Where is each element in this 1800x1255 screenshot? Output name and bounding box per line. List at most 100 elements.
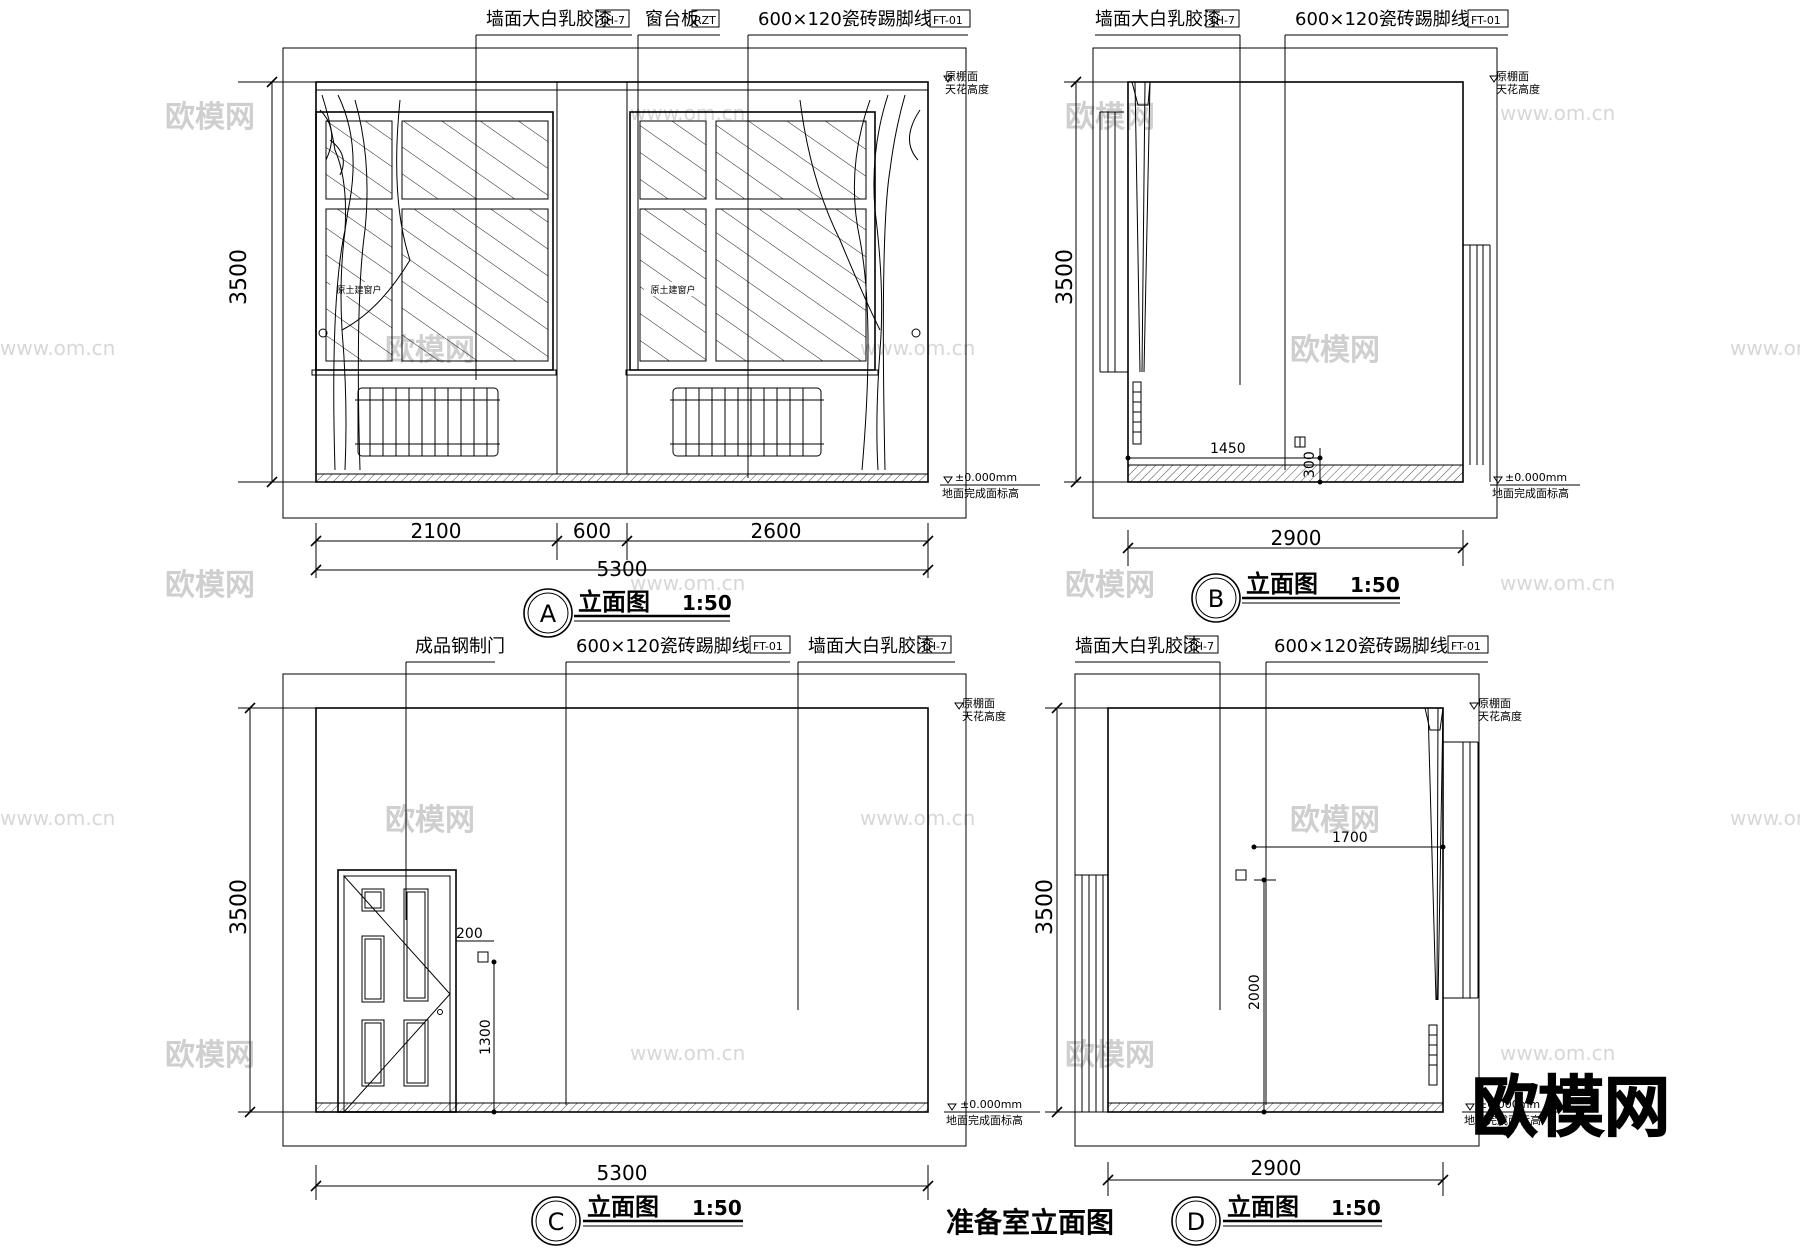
dim-2600: 2600 xyxy=(751,519,802,543)
switch-width: 200 xyxy=(456,926,483,942)
view-title: 立面图 xyxy=(578,588,650,616)
elevation-b-dims: 3500 2900 xyxy=(1053,76,1469,566)
elevation-b-title: B 立面图 1:50 xyxy=(1191,570,1400,623)
view-title: 立面图 xyxy=(1246,570,1318,598)
window-note: 原土建窗户 xyxy=(336,284,381,296)
label-skirting: 600×120瓷砖踢脚线 xyxy=(1274,636,1448,657)
elevation-a: 原土建窗户 原土建窗户 xyxy=(227,9,1040,638)
ceiling-label2: 天花高度 xyxy=(962,709,1006,723)
label-wall-paint: 墙面大白乳胶漆 xyxy=(486,9,612,30)
dim-5300: 5300 xyxy=(597,1161,648,1185)
radiator-right xyxy=(670,387,824,457)
label-skirting-code: FT-01 xyxy=(753,640,783,653)
height-dim: 3500 xyxy=(227,879,252,935)
elevation-c-dims: 3500 5300 xyxy=(227,702,934,1200)
watermark-logo: 欧模网 xyxy=(1472,1069,1670,1146)
watermark-url: www.om.cn xyxy=(630,571,745,595)
label-window-sill: 窗台板 xyxy=(645,9,699,30)
view-scale: 1:50 xyxy=(692,1196,742,1220)
view-scale: 1:50 xyxy=(682,591,732,615)
view-letter: A xyxy=(540,600,557,628)
elevation-c-switch: 200 1300 xyxy=(456,926,497,1115)
socket-width: 1700 xyxy=(1332,830,1368,846)
floor-level: ±0.000mm xyxy=(960,1098,1022,1111)
window-left: 原土建窗户 xyxy=(311,111,557,376)
elevation-d-levels: 原棚面 天花高度 ±0.000mm 地面完成面标高 xyxy=(1462,696,1560,1127)
watermark-url: www.om.cn xyxy=(630,1041,745,1065)
elevation-b: 1450 300 墙面大白乳胶漆 TH-7 600×120瓷砖踢脚线 FT-01… xyxy=(1053,9,1580,623)
label-steel-door: 成品钢制门 xyxy=(415,636,505,657)
curtains xyxy=(318,94,921,471)
elevation-a-dims: 3500 2100 600 2600 5300 xyxy=(227,76,934,581)
elevation-a-frame xyxy=(282,47,967,519)
elevation-b-socket: 1450 300 xyxy=(1125,436,1323,485)
label-wall-paint-code: TH-7 xyxy=(598,14,625,27)
watermark-url: www.om.cn xyxy=(1730,806,1800,830)
window-right: 原土建窗户 xyxy=(625,111,879,376)
dim-600: 600 xyxy=(573,519,611,543)
elevation-d-title: D 立面图 1:50 xyxy=(1171,1193,1382,1246)
label-wall-paint-code: TH-7 xyxy=(920,640,947,653)
floor-label: 地面完成面标高 xyxy=(1464,1113,1541,1127)
view-letter: B xyxy=(1208,585,1224,613)
elevation-d-dims: 3500 2900 xyxy=(1033,702,1449,1196)
watermark-url: www.om.cn xyxy=(1500,1041,1615,1065)
watermark-text: 欧模网 xyxy=(1065,1038,1155,1073)
drawing-title: 准备室立面图 xyxy=(946,1206,1114,1239)
floor-level: ±0.000mm xyxy=(1478,1098,1540,1111)
height-dim: 3500 xyxy=(1053,249,1078,305)
elevation-a-title: A 立面图 1:50 xyxy=(523,588,732,638)
dim-2900: 2900 xyxy=(1251,1156,1302,1180)
radiator-left xyxy=(355,387,500,457)
view-letter: C xyxy=(548,1208,565,1236)
elevation-c-wall xyxy=(315,707,929,1113)
ceiling-label: 原棚面 xyxy=(1478,696,1511,710)
watermark-url: www.om.cn xyxy=(0,806,115,830)
watermark-text: 欧模网 xyxy=(1065,100,1155,135)
elevation-b-labels: 墙面大白乳胶漆 TH-7 600×120瓷砖踢脚线 FT-01 xyxy=(1095,9,1509,470)
ceiling-label: 原棚面 xyxy=(1496,69,1529,83)
watermark-text: 欧模网 xyxy=(165,568,255,603)
elevation-c-frame xyxy=(282,673,967,1147)
elevation-d-wall xyxy=(1107,707,1444,1113)
window-note: 原土建窗户 xyxy=(650,284,695,296)
view-scale: 1:50 xyxy=(1350,573,1400,597)
elevation-c: 200 1300 成品钢制门 600×120瓷砖踢脚线 FT-01 墙面大白乳胶… xyxy=(227,635,1040,1246)
socket-height: 2000 xyxy=(1247,974,1263,1010)
left-panel-d xyxy=(1075,874,1108,1112)
ceiling-label2: 天花高度 xyxy=(1478,709,1522,723)
watermark-text: 欧模网 xyxy=(1290,803,1380,838)
floor-label: 地面完成面标高 xyxy=(946,1113,1023,1127)
steel-door xyxy=(337,869,457,1114)
ceiling-label: 原棚面 xyxy=(945,69,978,83)
watermark-text: 欧模网 xyxy=(165,1038,255,1073)
label-wall-paint: 墙面大白乳胶漆 xyxy=(1095,9,1221,30)
dim-2900: 2900 xyxy=(1271,526,1322,550)
elevation-a-labels: 墙面大白乳胶漆 TH-7 窗台板 RZT 600×120瓷砖踢脚线 FT-01 xyxy=(475,9,971,478)
dim-5300: 5300 xyxy=(597,557,648,581)
elevation-a-levels: 原棚面 天花高度 ±0.000mm 地面完成面标高 xyxy=(940,69,1040,500)
label-wall-paint-code: TH-7 xyxy=(1187,640,1214,653)
curtain-b xyxy=(1099,81,1151,445)
floor-label: 地面完成面标高 xyxy=(942,486,1019,500)
watermark-text: 欧模网 xyxy=(1065,568,1155,603)
label-skirting: 600×120瓷砖踢脚线 xyxy=(758,9,932,30)
watermark-text: 欧模网 xyxy=(385,803,475,838)
watermark-url: www.om.cn xyxy=(860,806,975,830)
label-wall-paint-code: TH-7 xyxy=(1208,14,1235,27)
floor-label: 地面完成面标高 xyxy=(1492,486,1569,500)
elevation-c-title: C 立面图 1:50 xyxy=(531,1193,743,1246)
floor-level: ±0.000mm xyxy=(1505,471,1567,484)
ceiling-label2: 天花高度 xyxy=(1496,82,1540,96)
socket-width: 1450 xyxy=(1210,441,1246,457)
elevation-d: 1700 2000 墙面大白乳胶漆 TH-7 600×120瓷砖踢脚线 FT-0… xyxy=(1033,635,1560,1246)
label-skirting-code: FT-01 xyxy=(1471,14,1501,27)
height-dim: 3500 xyxy=(227,249,252,305)
elevation-d-frame xyxy=(1074,673,1480,1147)
elevation-b-frame xyxy=(1092,47,1498,519)
label-skirting-code: FT-01 xyxy=(1451,640,1481,653)
dim-2100: 2100 xyxy=(411,519,462,543)
watermark-text: 欧模网 xyxy=(1290,333,1380,368)
label-skirting: 600×120瓷砖踢脚线 xyxy=(576,636,750,657)
right-panel-b xyxy=(1463,244,1491,482)
